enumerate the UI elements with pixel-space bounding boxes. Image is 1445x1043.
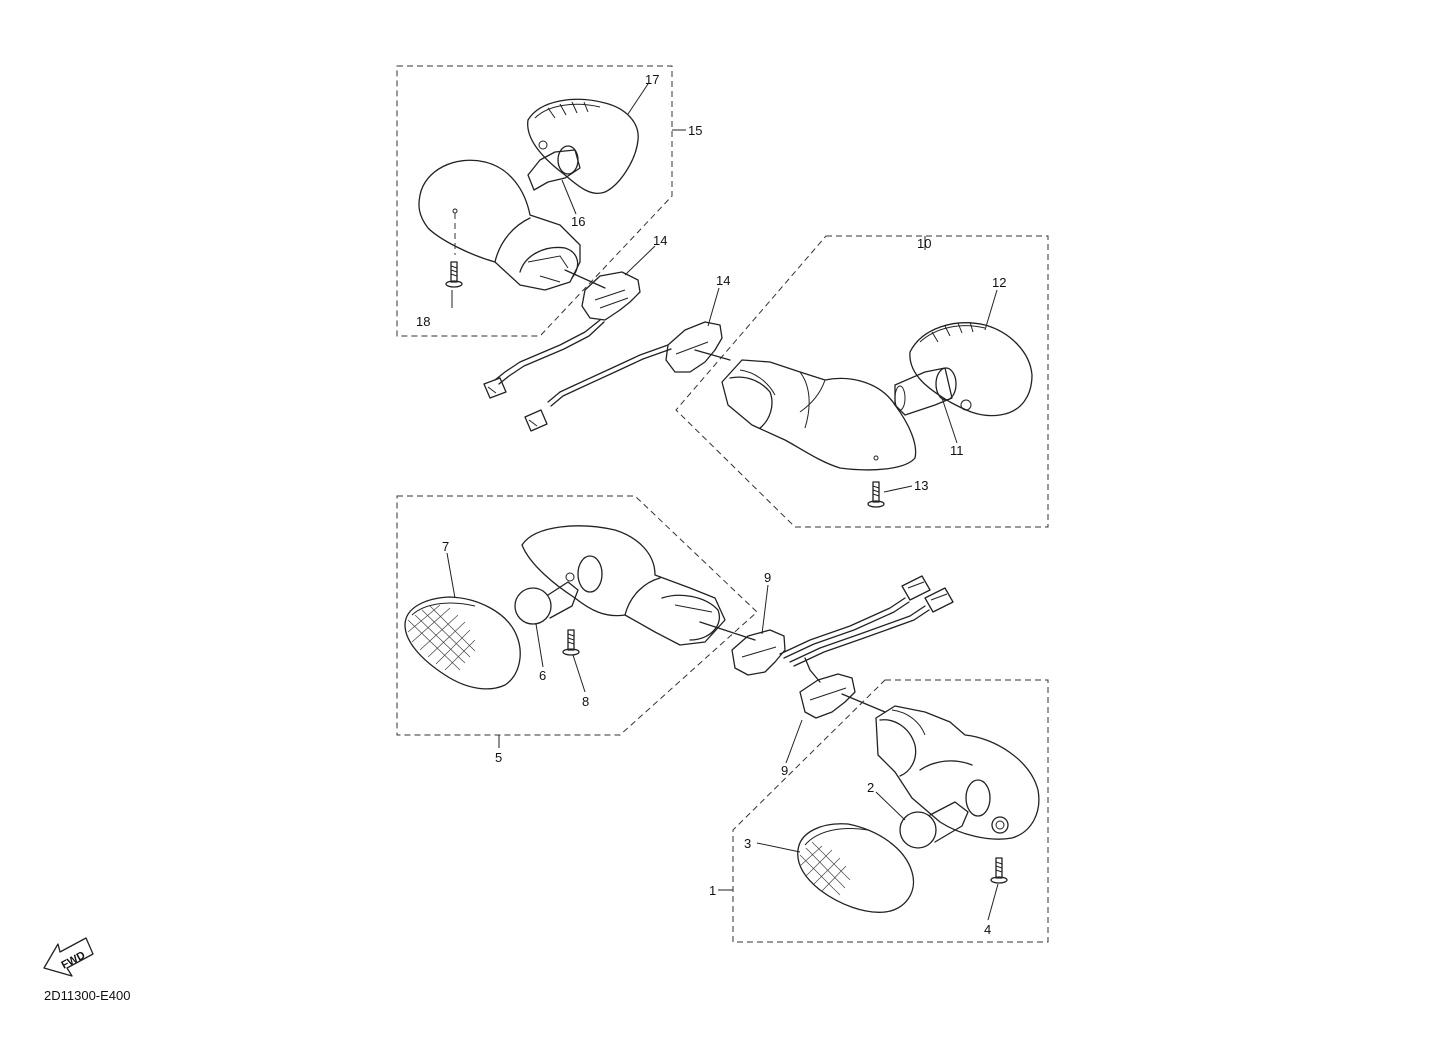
lens-3 xyxy=(797,823,915,913)
screw-4 xyxy=(995,857,1003,879)
connector-15 xyxy=(483,377,507,399)
callout-12: 12 xyxy=(992,275,1006,290)
assembly-15-group xyxy=(396,65,673,399)
assembly-5-group xyxy=(396,495,954,736)
connector-5b xyxy=(924,587,954,613)
screw-18 xyxy=(450,261,458,283)
grommet-9a xyxy=(731,629,786,676)
callout-7: 7 xyxy=(442,539,449,554)
bulb-16 xyxy=(527,149,581,191)
forward-arrow: FWD xyxy=(43,937,94,977)
callout-11: 11 xyxy=(950,443,964,458)
housing-1 xyxy=(875,705,1040,840)
screw-13 xyxy=(872,481,880,503)
callout-14-upper: 14 xyxy=(653,233,667,248)
lens-17 xyxy=(527,98,639,194)
callout-9-upper: 9 xyxy=(764,570,771,585)
callout-18: 18 xyxy=(416,314,430,329)
bulb-6 xyxy=(514,587,552,625)
grommet-14b xyxy=(665,321,723,373)
assembly-10-group xyxy=(524,235,1049,528)
fwd-arrow-icon xyxy=(43,937,94,977)
callout-2: 2 xyxy=(867,780,874,795)
fwd-label: FWD xyxy=(60,949,88,971)
screw-8 xyxy=(567,629,575,651)
assembly-1-group xyxy=(732,657,1049,943)
housing-5 xyxy=(521,525,726,646)
lens-12 xyxy=(909,322,1033,417)
callout-16: 16 xyxy=(571,214,585,229)
callout-6: 6 xyxy=(539,668,546,683)
callout-labels: 17 15 16 14 18 10 14 12 11 13 7 9 6 8 5 … xyxy=(416,72,1006,937)
callout-4: 4 xyxy=(984,922,991,937)
callout-10: 10 xyxy=(917,236,931,251)
callout-9-lower: 9 xyxy=(781,763,788,778)
callout-3: 3 xyxy=(744,836,751,851)
connector-5a xyxy=(901,575,931,601)
bulb-11 xyxy=(894,367,953,416)
housing-15 xyxy=(418,159,581,291)
bulb-2 xyxy=(899,811,937,849)
callout-1: 1 xyxy=(709,883,716,898)
callout-17: 17 xyxy=(645,72,659,87)
assembly-15-boundary xyxy=(396,65,673,337)
callout-5: 5 xyxy=(495,750,502,765)
grommet-14a xyxy=(581,271,641,321)
connector-10 xyxy=(524,409,548,432)
assembly-10-boundary xyxy=(675,235,1049,528)
housing-10 xyxy=(721,359,917,471)
callout-8: 8 xyxy=(582,694,589,709)
lens-3-grid xyxy=(799,841,851,896)
callout-13: 13 xyxy=(914,478,928,493)
callout-15: 15 xyxy=(688,123,702,138)
callout-14-lower: 14 xyxy=(716,273,730,288)
lens-7 xyxy=(404,596,521,690)
lens-7-grid xyxy=(407,604,476,671)
assembly-1-boundary xyxy=(732,679,1049,943)
leader-lines xyxy=(446,83,999,921)
diagram-code: 2D11300-E400 xyxy=(44,988,131,1003)
assembly-5-boundary xyxy=(396,495,758,736)
